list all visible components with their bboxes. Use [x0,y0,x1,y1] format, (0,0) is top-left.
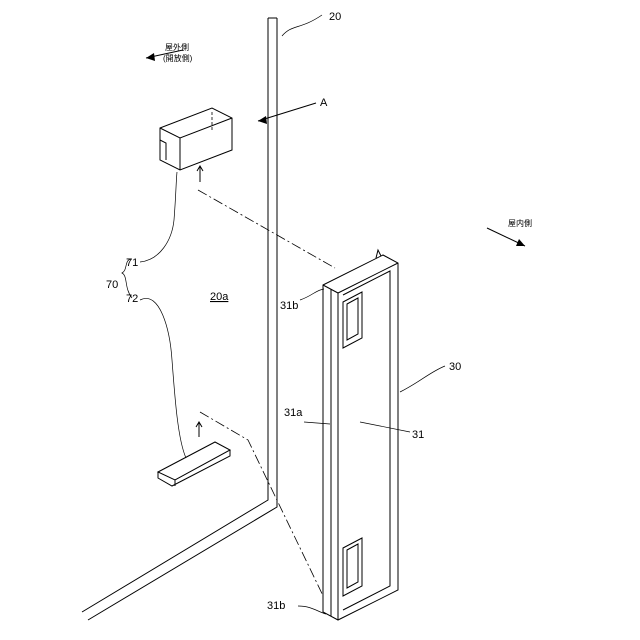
alignment-lines [198,190,335,606]
door-panel-20 [82,18,277,620]
leader-71 [140,172,177,262]
label-outdoor-side-open: (開放側) [163,53,193,63]
label-a: A [320,97,328,109]
outdoor-arrow-head [146,53,155,61]
leader-20 [282,15,322,36]
label-70: 70 [106,279,118,291]
view-a-arrow-head [258,116,267,124]
label-indoor-side: 屋内側 [508,218,532,228]
bracket-71-body [160,108,232,170]
view-a-arrow-shaft [258,103,316,121]
label-71: 71 [126,257,138,269]
label-31a: 31a [284,407,303,419]
handle-assembly-30 [323,250,398,620]
lower-alignment-line [200,412,328,606]
label-72: 72 [126,293,138,305]
leader-30 [400,366,445,392]
upper-alignment-line [198,190,335,268]
label-31: 31 [412,429,424,441]
leader-72 [140,298,186,458]
labels: 20 A 屋外側 (開放側) 屋内側 70 71 72 20a 31b 31a … [106,11,532,612]
label-20: 20 [329,11,341,23]
label-30: 30 [449,361,461,373]
label-31b-top: 31b [280,300,298,312]
leader-31b-bottom [298,606,326,614]
lower-rail-72 [158,422,230,486]
leader-31b-top [300,289,324,300]
upper-bracket-71 [160,108,232,182]
label-outdoor-side: 屋外側 [165,42,189,52]
door-back-edge [88,18,277,620]
label-20a: 20a [210,291,229,303]
door-front-edge [82,18,268,612]
upper-grip-recess [343,292,362,348]
label-31b-bottom: 31b [267,600,285,612]
